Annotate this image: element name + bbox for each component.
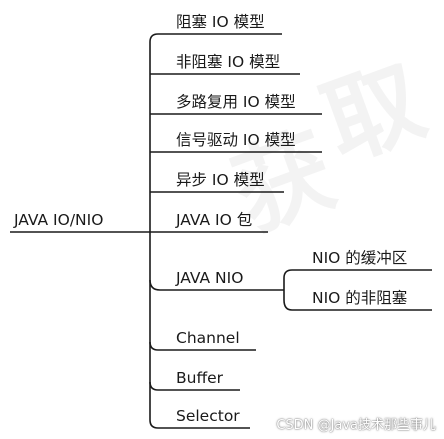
branch-label-async-io: 异步 IO 模型: [176, 171, 265, 189]
branch-label-buffer: Buffer: [176, 369, 224, 387]
branch-edge: [149, 279, 284, 291]
branch-edge: [149, 33, 282, 43]
background-watermark-glyph: 取: [310, 44, 439, 182]
branch-label-java-nio: JAVA NIO: [175, 269, 243, 287]
csdn-watermark-credit: CSDN @Java技术那些事儿: [276, 418, 436, 433]
branch-edge: [149, 381, 240, 391]
connector-lines: [10, 33, 432, 429]
sub-branch-edge: [283, 290, 432, 311]
branch-edge: [149, 341, 256, 351]
sub-branch-label-nio-nonblocking: NIO 的非阻塞: [312, 289, 407, 307]
branch-label-blocking-io: 阻塞 IO 模型: [176, 13, 265, 31]
sub-branch-label-nio-buffer: NIO 的缓冲区: [312, 249, 407, 267]
branch-label-multiplexing-io: 多路复用 IO 模型: [176, 93, 296, 111]
root-node-label: JAVA IO/NIO: [13, 211, 103, 229]
branch-edge: [149, 419, 250, 429]
branch-label-channel: Channel: [176, 329, 240, 347]
branch-label-signal-driven-io: 信号驱动 IO 模型: [176, 131, 296, 149]
branch-label-java-io-package: JAVA IO 包: [175, 211, 252, 229]
branch-label-nonblocking-io: 非阻塞 IO 模型: [176, 53, 280, 71]
sub-trunk-line: [283, 269, 432, 290]
branch-label-selector: Selector: [176, 407, 240, 425]
